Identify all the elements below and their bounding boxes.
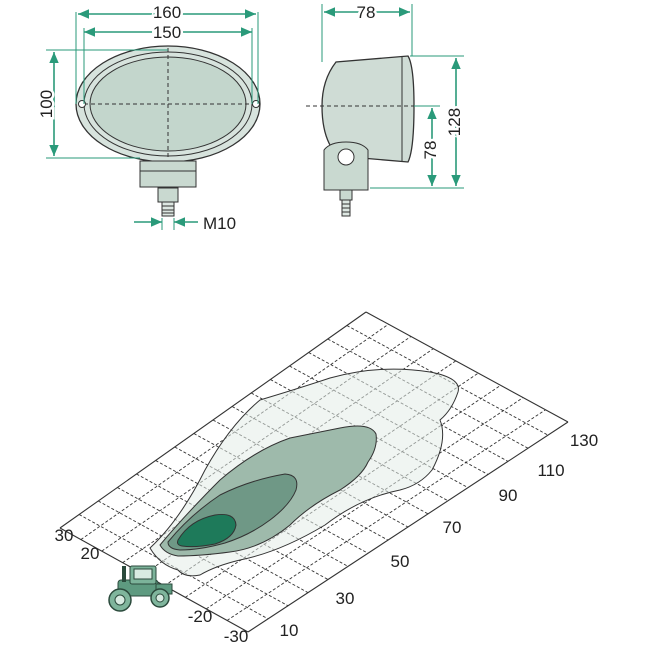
grid-line <box>185 384 501 598</box>
lamp-side-housing <box>321 55 415 163</box>
lamp-mount <box>139 160 197 188</box>
x-tick-label: 90 <box>499 486 518 505</box>
beam-core-zone <box>177 514 237 548</box>
grid-line <box>101 336 412 552</box>
side-view: 78 128 78 <box>306 1 467 217</box>
dim-thread: M10 <box>203 214 236 233</box>
x-tick-label: 50 <box>391 552 410 571</box>
grid-line <box>247 421 569 633</box>
x-tick-label: 110 <box>537 461 564 480</box>
grid-line <box>308 352 509 462</box>
dim-height-total: 128 <box>445 108 464 136</box>
grid-line <box>205 397 524 610</box>
x-axis-ticks: 10 30 50 70 90 110 130 <box>280 431 599 640</box>
tractor-icon <box>108 565 173 612</box>
x-tick-label: 10 <box>280 621 299 640</box>
grid-line <box>136 473 329 580</box>
grid-line <box>98 500 289 607</box>
beam-pattern-plot: 10 30 50 70 90 110 130 30 20 -20 -30 <box>55 311 599 646</box>
y-tick-label: -20 <box>188 607 213 626</box>
dim-width-lens: 150 <box>153 23 181 42</box>
y-tick-label: 20 <box>81 544 100 563</box>
y-axis-ticks: 30 20 -20 -30 <box>55 526 249 646</box>
dim-height: 100 <box>37 90 56 118</box>
grid-line <box>327 338 529 449</box>
grid-line <box>346 325 549 436</box>
dim-depth: 78 <box>357 3 376 22</box>
grid-line <box>226 409 546 621</box>
grid-line <box>117 487 309 594</box>
x-tick-label: 30 <box>336 589 355 608</box>
front-view: 160 150 100 M10 <box>35 1 261 233</box>
grid-line <box>155 460 349 567</box>
y-tick-label: -30 <box>224 627 249 646</box>
dim-width-outer: 160 <box>153 3 181 22</box>
grid-line <box>59 311 367 529</box>
dim-height-mount: 78 <box>421 141 440 160</box>
grid-line <box>365 311 569 423</box>
x-tick-label: 130 <box>570 431 598 450</box>
x-tick-label: 70 <box>443 518 462 537</box>
side-mount-bracket <box>323 141 369 191</box>
y-tick-label: 30 <box>55 526 74 545</box>
